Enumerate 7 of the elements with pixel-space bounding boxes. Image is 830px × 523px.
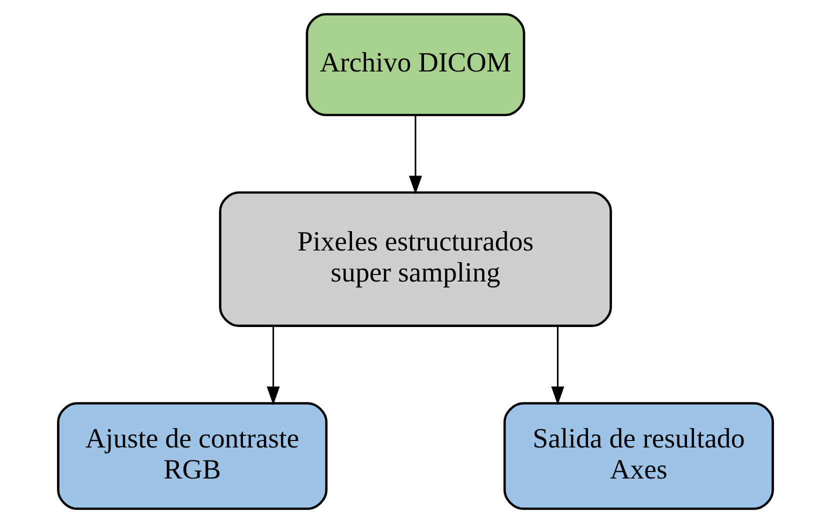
node-box: Ajuste de contraste RGB xyxy=(56,402,328,510)
node-box: Archivo DICOM xyxy=(305,13,525,116)
node-box: Salida de resultado Axes xyxy=(502,402,774,510)
node-box: Pixeles estructurados super sampling xyxy=(218,191,612,327)
arrow xyxy=(408,115,422,194)
arrow xyxy=(550,326,564,406)
arrow xyxy=(266,326,280,406)
